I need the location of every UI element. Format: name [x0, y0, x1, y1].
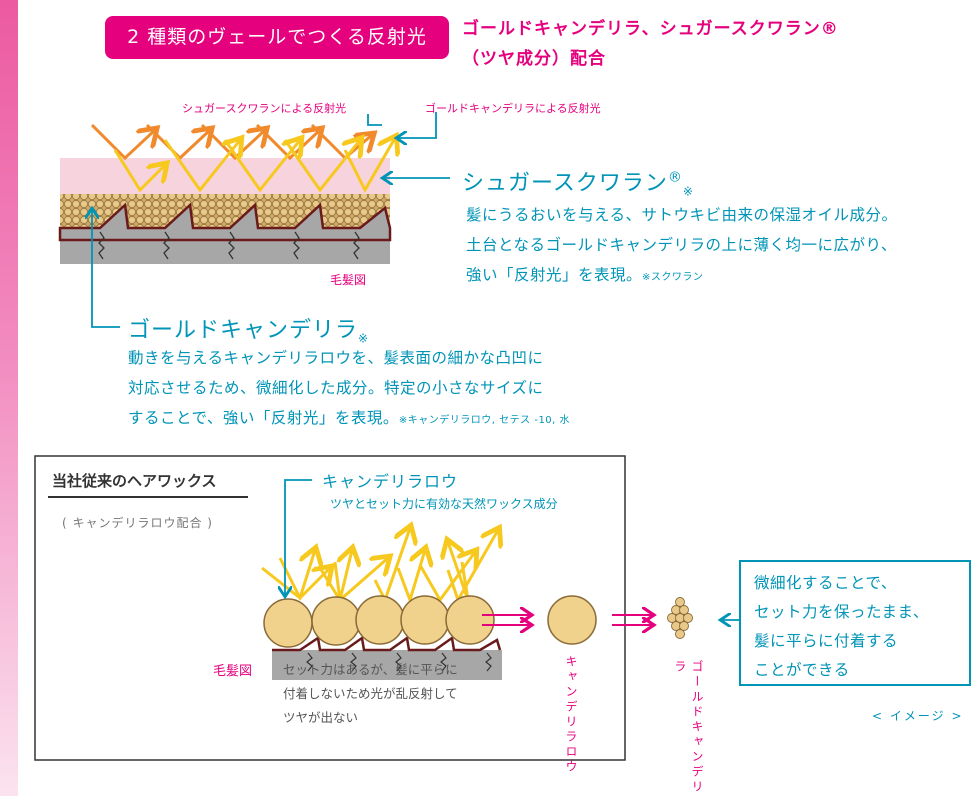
- vert-candelilla-wax: キャンデリラロウ: [564, 655, 578, 775]
- conventional-note-line-3: ツヤが出ない: [283, 710, 359, 725]
- candelilla-desc: 動きを与えるキャンデリラロウを、髪表面の細かな凸凹に 対応させるため、微細化した…: [128, 343, 570, 436]
- comparison-diagram: [34, 455, 740, 761]
- wax-bead-single: [547, 595, 597, 645]
- callout-line-4: ことができる: [754, 661, 850, 679]
- leader-wax: [285, 479, 312, 595]
- squalane-line-3: 強い「反射光」を表現。: [466, 266, 643, 284]
- image-note: < イメージ >: [872, 709, 964, 723]
- candelilla-note: ※キャンデリラロウ, セテス -10, 水: [398, 415, 571, 426]
- label-candelilla-reflect: ゴールドキャンデリラによる反射光: [425, 102, 601, 115]
- candelilla-line-2: 対応させるため、微細化した成分。特定の小さなサイズに: [128, 379, 544, 397]
- conventional-title: 当社従来のヘアワックス: [52, 472, 217, 490]
- vert-gold-candelilla: ゴールドキャンデリラ: [673, 660, 704, 795]
- candelilla-line-1: 動きを与えるキャンデリラロウを、髪表面の細かな凸凹に: [128, 349, 544, 367]
- candelilla-title-text: ゴールドキャンデリラ: [128, 318, 359, 343]
- wax-beads: [263, 595, 495, 648]
- callout-box: [739, 560, 971, 686]
- candelilla-reflection-arrows: [113, 138, 395, 194]
- squalane-title-text: シュガースクワラン: [462, 171, 668, 196]
- leader-candelilla: [92, 210, 120, 328]
- hair-layer-diagram: [58, 112, 450, 328]
- conventional-note-line-1: セット力はあるが、髪に平らに: [283, 662, 458, 677]
- cuticle-edge: [58, 202, 392, 242]
- callout-line-2: セット力を保ったまま、: [754, 603, 929, 621]
- wax-desc: ツヤとセット力に有効な天然ワックス成分: [330, 497, 558, 511]
- side-stripe: [0, 0, 18, 796]
- title-pill: 2 種類のヴェールでつくる反射光: [105, 16, 449, 59]
- squalane-line-1: 髪にうるおいを与える、サトウキビ由来の保湿オイル成分。: [466, 206, 898, 224]
- squalane-line-2: 土台となるゴールドキャンデリラの上に薄く均一に広がり、: [466, 236, 897, 254]
- candelilla-line-3: することで、強い「反射光」を表現。: [128, 409, 399, 427]
- callout-line-3: 髪に平らに付着する: [754, 632, 899, 650]
- squalane-line-3-wrap: 強い「反射光」を表現。※スクワラン: [466, 260, 898, 293]
- callout-line-1: 微細化することで、: [754, 574, 897, 592]
- hair-cracks: [98, 231, 360, 260]
- header-line-2: （ツヤ成分）配合: [462, 49, 606, 69]
- squalane-desc: 髪にうるおいを与える、サトウキビ由来の保湿オイル成分。 土台となるゴールドキャン…: [466, 200, 898, 293]
- conventional-subtitle: ( キャンデリラロウ配合 ): [62, 516, 213, 530]
- wax-name: キャンデリラロウ: [322, 472, 459, 491]
- candelilla-title: ゴールドキャンデリラ※: [128, 312, 369, 345]
- header-line-1: ゴールドキャンデリラ、シュガースクワラン®: [462, 19, 839, 39]
- hair-label-bottom: 毛髪図: [213, 664, 253, 679]
- conventional-hair: [272, 635, 502, 680]
- leader-squalane-reflect: [367, 114, 382, 126]
- hair-label-top: 毛髪図: [330, 273, 367, 287]
- leader-candelilla-reflect: [398, 112, 437, 138]
- squalane-layer: [60, 158, 390, 194]
- candelilla-mark: ※: [358, 331, 370, 346]
- squalane-reg: ®: [667, 169, 683, 186]
- process-arrows: [482, 615, 652, 625]
- squalane-title: シュガースクワラン®※: [462, 165, 694, 199]
- squalane-mark: ※: [682, 184, 694, 199]
- conventional-note: セット力はあるが、髪に平らに 付着しないため光が乱反射して ツヤが出ない: [283, 658, 458, 730]
- micro-bead-cluster: [667, 597, 693, 639]
- squalane-note: ※スクワラン: [642, 272, 704, 283]
- callout-text: 微細化することで、 セット力を保ったまま、 髪に平らに付着する ことができる: [754, 569, 929, 685]
- label-squalane-reflect: シュガースクワランによる反射光: [182, 102, 347, 115]
- conventional-note-line-2: 付着しないため光が乱反射して: [283, 686, 458, 701]
- candelilla-line-3-wrap: することで、強い「反射光」を表現。※キャンデリラロウ, セテス -10, 水: [128, 403, 570, 436]
- squalane-reflection-arrows: [90, 123, 372, 161]
- conventional-title-underline: [48, 496, 248, 498]
